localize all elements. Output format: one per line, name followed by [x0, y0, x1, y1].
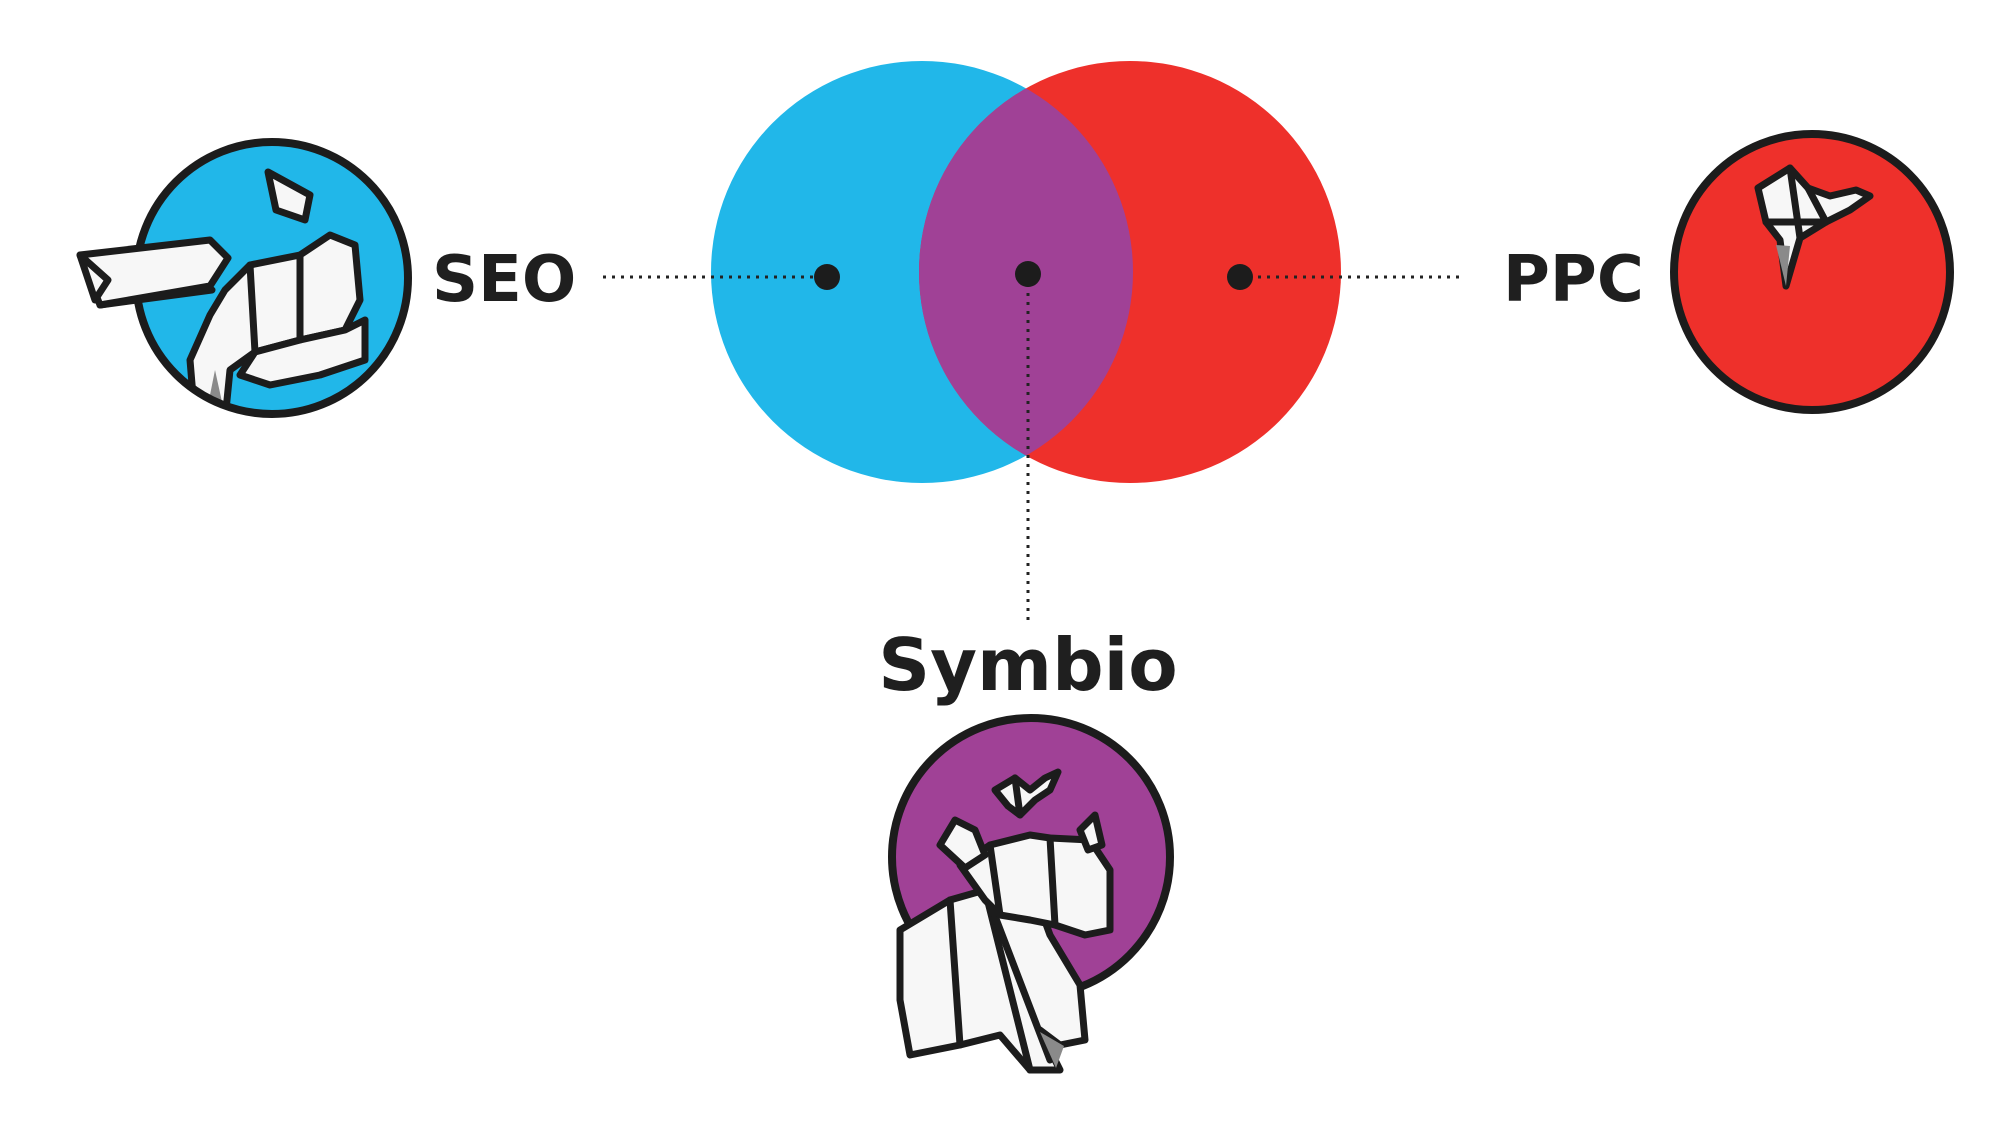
ppc-center-dot: [1227, 264, 1253, 290]
ppc-badge: [1670, 130, 1954, 414]
seo-badge: [76, 138, 412, 418]
symbio-label: Symbio: [878, 623, 1178, 707]
seo-center-dot: [814, 264, 840, 290]
symbio-badge: [888, 714, 1174, 1074]
overlap-region: [919, 61, 1133, 483]
origami-rhino-with-bird-icon: [896, 768, 1114, 1074]
overlap-center-dot: [1015, 261, 1041, 287]
origami-rhino-icon: [186, 231, 369, 414]
origami-bird-icon: [1754, 164, 1874, 290]
seo-label: SEO: [432, 243, 576, 317]
ppc-label: PPC: [1503, 243, 1644, 317]
